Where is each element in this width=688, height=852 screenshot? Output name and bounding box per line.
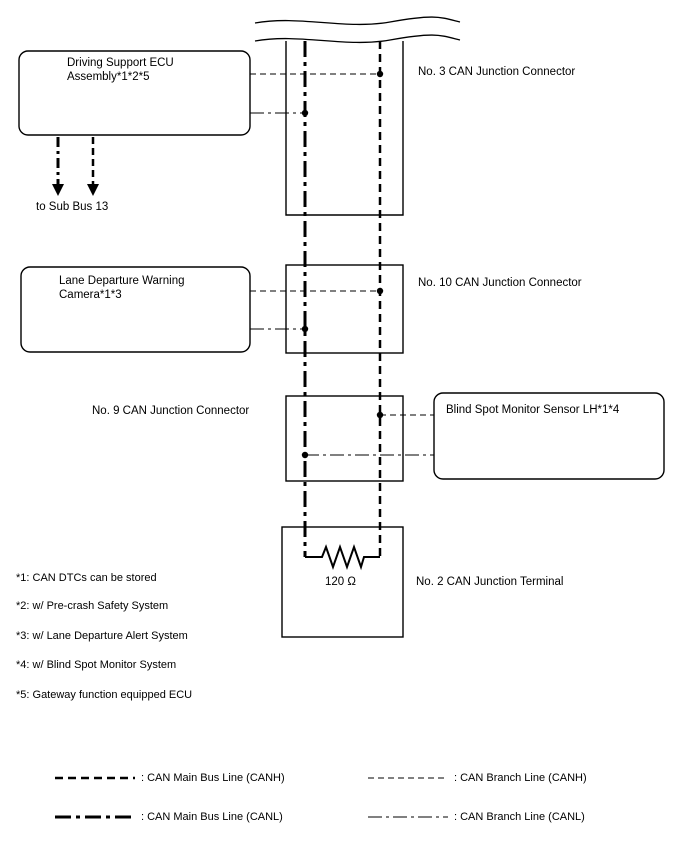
jc9-label: No. 9 CAN Junction Connector [92,405,250,417]
node-jc10-canl [301,325,309,333]
bus-break-wave-lower [254,34,461,44]
note-2: *2: w/ Pre-crash Safety System [16,600,169,612]
junction-terminal-2-label: No. 2 CAN Junction Terminal [416,576,564,588]
jc10-label: No. 10 CAN Junction Connector [418,277,582,289]
jc10-box [285,264,404,354]
node-jc9-canl [301,451,309,459]
legend-main-canl-label: : CAN Main Bus Line (CANL) [141,811,283,823]
sub-bus-canh-arrowhead [87,184,99,196]
sub-bus-canl-arrowhead [52,184,64,196]
driving-support-ecu-label-line2: Assembly*1*2*5 [67,71,150,83]
blind-spot-sensor-label: Blind Spot Monitor Sensor LH*1*4 [446,404,620,416]
note-4: *4: w/ Blind Spot Monitor System [16,659,177,671]
node-jc3-canl [301,109,309,117]
node-jc9-canh [376,411,384,419]
blind-spot-sensor-box [433,392,665,480]
node-jc3-canh [376,70,384,78]
note-3: *3: w/ Lane Departure Alert System [16,630,188,642]
driving-support-ecu-label-line1: Driving Support ECU [67,57,174,69]
note-5: *5: Gateway function equipped ECU [16,689,193,701]
legend-branch-canh-label: : CAN Branch Line (CANH) [454,772,587,784]
bus-break-wave-upper [254,16,461,26]
note-1: *1: CAN DTCs can be stored [16,572,157,584]
legend-main-canh-label: : CAN Main Bus Line (CANH) [141,772,285,784]
lane-departure-camera-box [20,266,251,353]
node-jc10-canh [376,287,384,295]
terminating-resistor [305,543,380,571]
sub-bus-label: to Sub Bus 13 [36,201,109,213]
jc3-label: No. 3 CAN Junction Connector [418,66,576,78]
resistor-value-label: 120 Ω [325,576,356,588]
driving-support-ecu-box [18,50,251,136]
lane-camera-label-line1: Lane Departure Warning [59,275,185,287]
junction-terminal-2-box [281,526,404,638]
legend-branch-canl-label: : CAN Branch Line (CANL) [454,811,585,823]
lane-camera-label-line2: Camera*1*3 [59,289,122,301]
jc3-box [285,41,404,216]
